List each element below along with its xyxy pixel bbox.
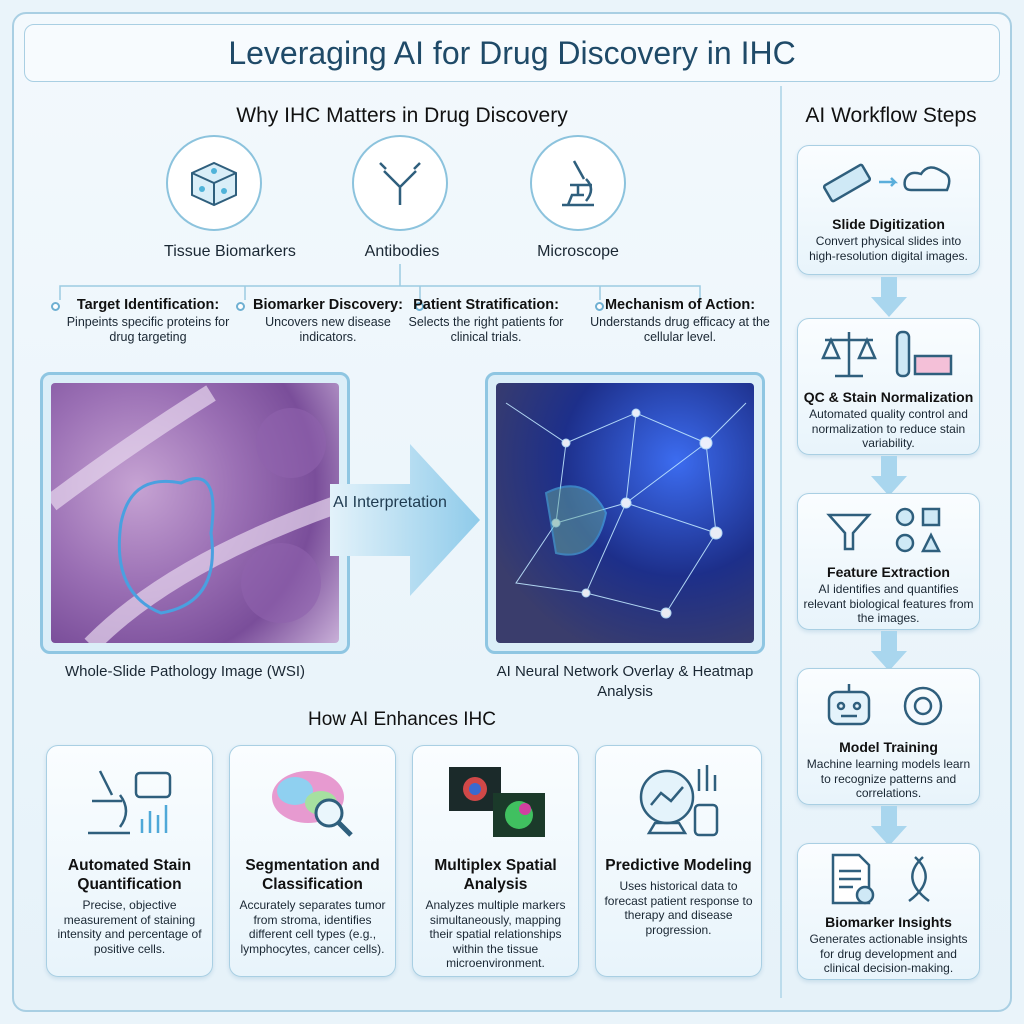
bullet-dot (236, 302, 245, 311)
card-title: Automated Stain Quantification (67, 857, 192, 893)
bullet-dot (415, 302, 424, 311)
robot-gear-icon (798, 669, 979, 739)
neural-overlay-image (485, 372, 765, 654)
image-caption: AI Neural Network Overlay & Heatmap Anal… (496, 663, 754, 700)
point-text: Understands drug efficacy at the cellula… (590, 315, 770, 344)
card-title: Predictive Modeling (605, 857, 752, 874)
card-text: Uses historical data to forecast patient… (604, 879, 753, 937)
funnel-shapes-icon (798, 494, 979, 564)
card-text: Analyzes multiple markers simultaneously… (425, 898, 566, 970)
image-caption: Whole-Slide Pathology Image (WSI) (64, 663, 306, 680)
tissue-icon (166, 135, 262, 231)
microscope-icon (530, 135, 626, 231)
down-arrow (871, 631, 907, 671)
step-text: Machine learning models learn to recogni… (806, 757, 971, 800)
workflow-heading: AI Workflow Steps (805, 104, 977, 127)
workflow-step: Feature Extraction AI identifies and quan… (797, 493, 980, 630)
icon-label: Microscope (537, 243, 619, 260)
report-dna-icon (798, 844, 979, 914)
point-text: Uncovers new disease indicators. (265, 315, 391, 344)
icon-label: Tissue Biomarkers (164, 243, 296, 260)
card-title: Multiplex Spatial Analysis (434, 857, 557, 893)
multiplex-images-icon (413, 746, 578, 856)
down-arrow (871, 456, 907, 496)
bullet-dot (51, 302, 60, 311)
step-text: Automated quality control and normalizat… (809, 407, 968, 450)
page-title: Leveraging AI for Drug Discovery in IHC (24, 24, 1000, 82)
down-arrow (871, 277, 907, 317)
step-text: AI identifies and quantifies relevant bi… (803, 582, 974, 625)
step-title: QC & Stain Normalization (803, 389, 974, 405)
icon-label: Antibodies (364, 243, 440, 260)
step-title: Feature Extraction (827, 564, 950, 580)
card-text: Precise, objective measurement of staini… (57, 898, 202, 956)
crystal-ball-chart-icon (596, 746, 761, 856)
point-title: Target Identification: (76, 297, 220, 313)
step-title: Biomarker Insights (825, 914, 952, 930)
step-title: Slide Digitization (832, 216, 945, 232)
pathology-image (40, 372, 350, 654)
brain-magnifier-icon (230, 746, 395, 856)
card-title: Segmentation and Classification (245, 857, 380, 893)
how-heading: How AI Enhances IHC (308, 709, 496, 730)
bullet-dot (595, 302, 604, 311)
card-text: Accurately separates tumor from stroma, … (239, 898, 386, 956)
step-text: Generates actionable insights for drug d… (809, 932, 968, 975)
ai-interpretation-arrow (330, 444, 480, 596)
antibody-icon (352, 135, 448, 231)
arrow-label: AI Interpretation (333, 494, 447, 511)
scale-stain-icon (798, 319, 979, 389)
step-text: Convert physical slides into high-resolu… (809, 234, 968, 263)
microscope-gauge-icon (47, 746, 212, 856)
divider (780, 86, 782, 998)
point-text: Pinpeints specific proteins for drug tar… (66, 315, 230, 344)
point-text: Selects the right patients for clinical … (408, 315, 564, 344)
step-title: Model Training (839, 739, 938, 755)
point-title: Patient Stratification: (413, 297, 559, 313)
point-title: Mechanism of Action: (604, 297, 756, 313)
connector-lines (59, 264, 701, 300)
slide-cloud-icon (798, 146, 979, 216)
point-title: Biomarker Discovery: (253, 297, 403, 313)
why-heading: Why IHC Matters in Drug Discovery (236, 104, 568, 127)
down-arrow (871, 806, 907, 846)
